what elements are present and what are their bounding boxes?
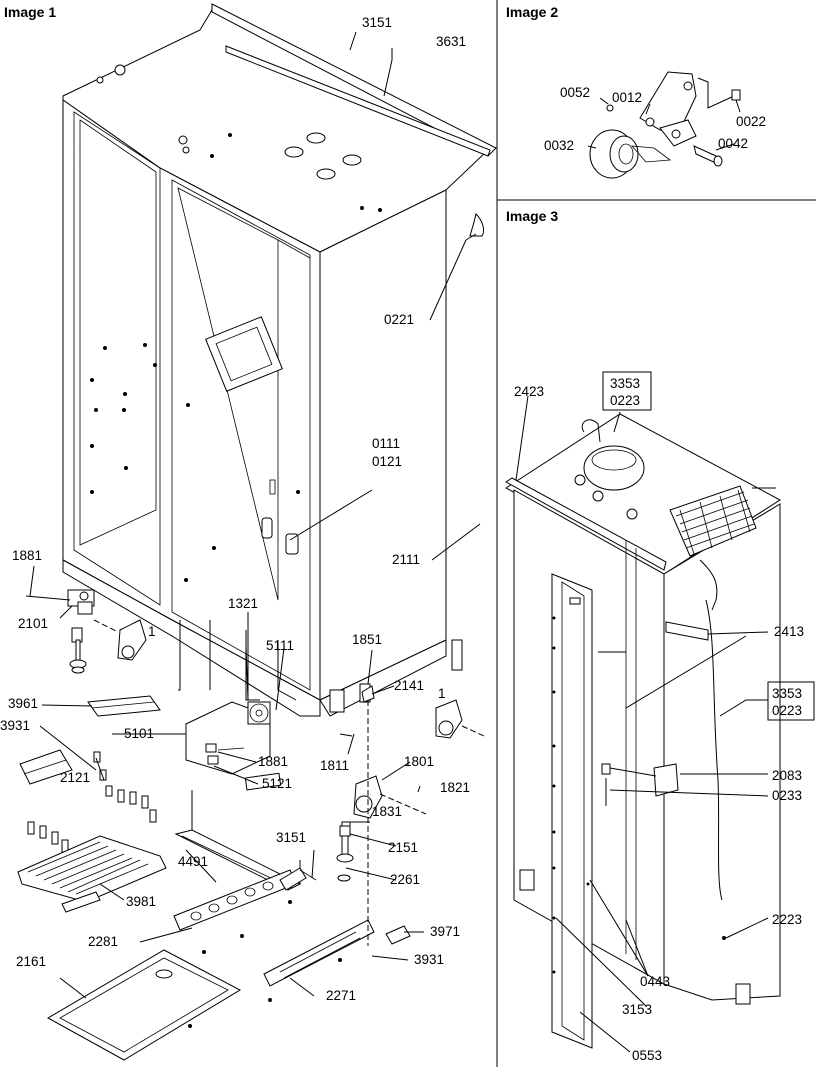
hinge-assembly-left (25, 589, 147, 674)
label-3151-bottom: 3151 (276, 830, 306, 845)
label-0012: 0012 (612, 90, 642, 105)
label-1-right: 1 (438, 686, 446, 701)
labels-image-2: 0052 0012 0022 0032 0042 (544, 85, 766, 153)
label-0042: 0042 (718, 136, 748, 151)
label-0443: 0443 (640, 974, 670, 989)
panel-dividers (496, 0, 816, 1067)
label-3981: 3981 (126, 894, 156, 909)
label-1881-mid: 1881 (258, 754, 288, 769)
labels-image-1: 3151 3631 0221 0111 0121 1881 2101 1 132… (0, 15, 470, 1003)
label-1821: 1821 (440, 780, 470, 795)
label-0111: 0111 (372, 436, 400, 451)
evaporator-cover-assembly (178, 620, 297, 791)
drain-pan-2161 (46, 949, 242, 1061)
label-3961: 3961 (8, 696, 38, 711)
label-5121: 5121 (262, 776, 292, 791)
label-2141: 2141 (394, 678, 424, 693)
leader-lines-image-2 (587, 97, 741, 151)
label-2121: 2121 (60, 770, 90, 785)
label-1831: 1831 (372, 804, 402, 819)
label-5101: 5101 (124, 726, 154, 741)
label-1881-left: 1881 (12, 548, 42, 563)
label-1321: 1321 (228, 596, 258, 611)
label-3931-bottom: 3931 (414, 952, 444, 967)
label-2151: 2151 (388, 840, 418, 855)
roller-assembly (589, 71, 741, 179)
label-3153: 3153 (622, 1002, 652, 1017)
label-0221: 0221 (384, 312, 414, 327)
rollers-right (336, 683, 485, 946)
label-0553: 0553 (632, 1048, 662, 1063)
label-0121: 0121 (372, 454, 402, 469)
label-3971: 3971 (430, 924, 460, 939)
label-3353-top: 3353 (610, 376, 640, 391)
panel-title-image-3: Image 3 (506, 208, 558, 224)
panel-title-image-2: Image 2 (506, 4, 558, 20)
label-0022: 0022 (736, 114, 766, 129)
refrigerator-cabinet (62, 3, 497, 717)
panel-title-image-1: Image 1 (4, 4, 56, 20)
label-2271: 2271 (326, 988, 356, 1003)
leader-lines-image-3 (515, 395, 769, 1053)
evaporator-assembly (17, 695, 167, 913)
label-2261: 2261 (390, 872, 420, 887)
label-1851: 1851 (352, 632, 382, 647)
label-0052: 0052 (560, 85, 590, 100)
label-3631: 3631 (436, 34, 466, 49)
grille-assembly (173, 867, 411, 1002)
label-5111: 5111 (266, 638, 294, 653)
label-3931-left: 3931 (0, 718, 30, 733)
label-2161: 2161 (16, 954, 46, 969)
label-2101: 2101 (18, 616, 48, 631)
label-0223-top: 0223 (610, 393, 640, 408)
labels-image-3: 2423 3353 0223 2413 3353 0223 2083 0233 … (514, 371, 815, 1063)
box-3353-0223-right (767, 681, 815, 721)
label-2423: 2423 (514, 384, 544, 399)
label-2223: 2223 (772, 912, 802, 927)
box-3353-0223-top (602, 371, 652, 411)
leader-lines-image-1 (29, 31, 481, 999)
label-1801: 1801 (404, 754, 434, 769)
label-1811: 1811 (320, 758, 349, 773)
label-3353-right: 3353 (772, 686, 802, 701)
label-2111: 2111 (392, 552, 420, 567)
label-0223-right: 0223 (772, 703, 802, 718)
label-4491: 4491 (178, 854, 208, 869)
label-3151-top: 3151 (362, 15, 392, 30)
cabinet-rear-view (505, 413, 781, 1049)
label-0233: 0233 (772, 788, 802, 803)
label-1-left: 1 (148, 624, 156, 639)
label-2413: 2413 (774, 624, 804, 639)
label-2281: 2281 (88, 934, 118, 949)
label-2083: 2083 (772, 768, 802, 783)
label-0032: 0032 (544, 138, 574, 153)
